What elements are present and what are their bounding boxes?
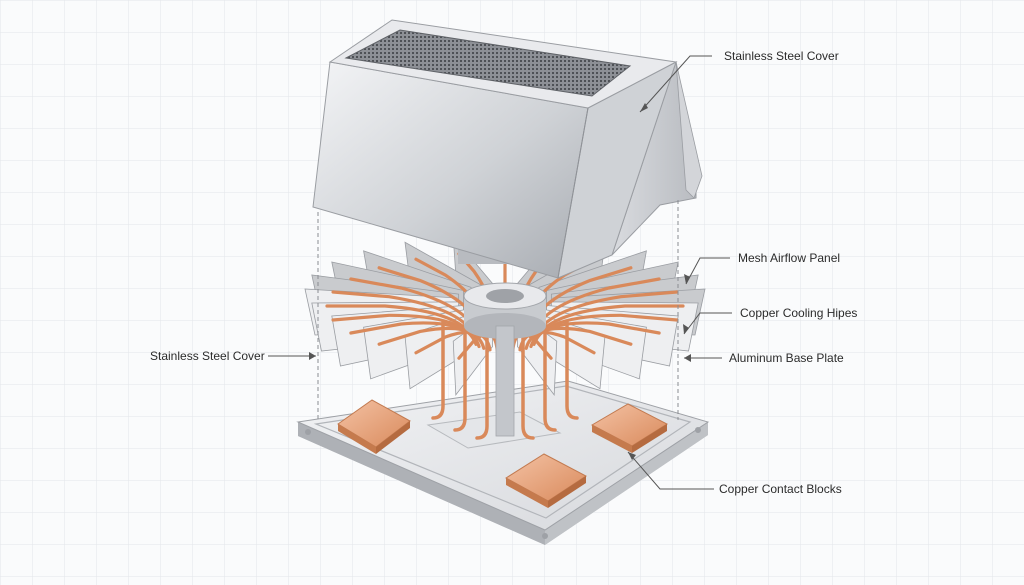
label-stainless-steel-cover-left: Stainless Steel Cover	[150, 349, 265, 363]
mesh-airflow-panel	[344, 29, 632, 97]
heat-pipe-drop	[453, 320, 467, 432]
heat-pipe-drop	[475, 320, 489, 440]
copper-contact-block	[590, 403, 669, 453]
central-hub	[463, 282, 547, 437]
label-copper-contact-blocks: Copper Contact Blocks	[719, 482, 842, 496]
leader-mesh-panel	[685, 257, 730, 285]
leader-cooling-pipes	[683, 312, 732, 335]
heat-pipe	[377, 326, 486, 350]
heat-pipe	[524, 326, 633, 350]
stainless-steel-cover	[312, 19, 703, 279]
leader-contact-blocks	[627, 451, 714, 490]
label-aluminum-base-plate: Aluminum Base Plate	[729, 351, 844, 365]
heat-pipe-drop	[565, 320, 579, 420]
leader-cover-right	[639, 55, 712, 113]
heat-pipe-drop	[521, 320, 535, 440]
leader-lines	[268, 55, 732, 490]
heat-pipe-drop	[543, 320, 557, 432]
copper-contact-block	[505, 453, 587, 508]
label-stainless-steel-cover-right: Stainless Steel Cover	[724, 49, 839, 63]
heat-pipe-drop	[431, 320, 445, 420]
label-mesh-airflow-panel: Mesh Airflow Panel	[738, 251, 841, 265]
assembly-guide-lines	[317, 200, 679, 420]
leader-arrowheads	[309, 103, 691, 460]
copper-contact-block	[337, 399, 411, 454]
label-copper-cooling-pipes: Copper Cooling Hipes	[740, 306, 858, 320]
